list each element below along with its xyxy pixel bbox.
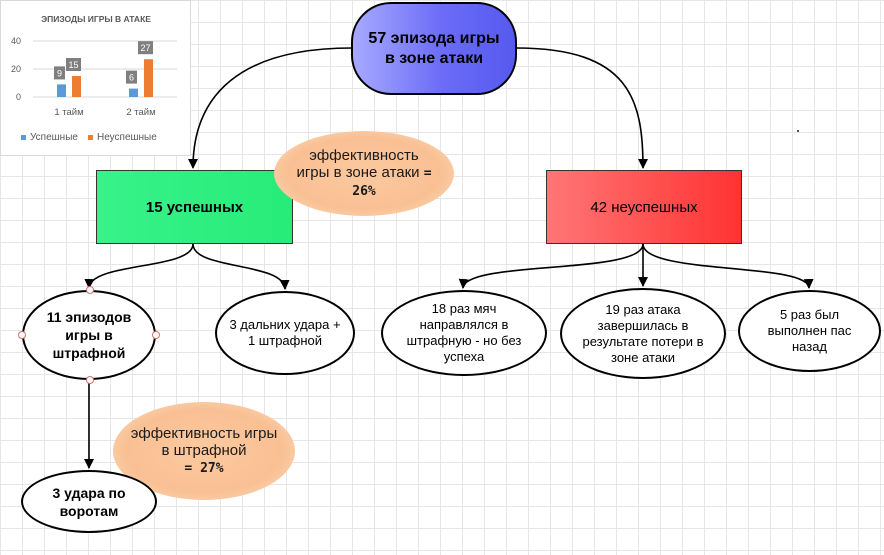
selection-handle-bottom[interactable] xyxy=(86,376,94,384)
fail-label: 42 неуспешных xyxy=(590,198,698,216)
y-tick-label: 20 xyxy=(11,64,21,74)
penalty-efficiency-text: эффективность игры в штрафной xyxy=(130,425,278,459)
data-label: 9 xyxy=(57,68,62,78)
ball-to-box-label: 18 раз мяч направлялся в штрафную - но б… xyxy=(406,301,522,364)
selection-handle-top[interactable] xyxy=(86,286,94,294)
back-pass-label: 5 раз был выполнен пас назад xyxy=(767,307,852,354)
zone-efficiency-callout[interactable]: эффективность игры в зоне атаки = 26% xyxy=(274,131,454,216)
data-label: 15 xyxy=(68,60,78,70)
data-label: 27 xyxy=(140,43,150,53)
penalty-episodes-label: 11 эпизодов игры в штрафной xyxy=(46,309,132,361)
attack-episodes-chart[interactable]: ЭПИЗОДЫ ИГРЫ В АТАКЕ 0 20 40 1 тайм 9 15 2 тайм… xyxy=(0,0,191,156)
success-label: 15 успешных xyxy=(145,198,244,216)
ball-to-box-node[interactable]: 18 раз мяч направлялся в штрафную - но б… xyxy=(381,290,547,376)
zone-efficiency-value: = 26% xyxy=(352,166,432,199)
legend-label-success: Успешные xyxy=(30,132,78,143)
stray-dot xyxy=(797,130,799,132)
chart-legend: Успешные Неуспешные xyxy=(21,132,157,143)
zone-efficiency-text: эффективность игры в зоне атаки xyxy=(296,147,420,181)
y-tick-label: 40 xyxy=(11,36,21,46)
data-label-box xyxy=(138,41,153,55)
connector-root-to-success xyxy=(188,47,353,169)
long-shots-label: 3 дальних удара + 1 штрафной xyxy=(229,317,341,348)
connector-fail-to-back-pass xyxy=(642,243,814,289)
y-tick-label: 0 xyxy=(16,92,21,102)
bar-fail xyxy=(144,59,153,97)
penalty-episodes-node[interactable]: 11 эпизодов игры в штрафной xyxy=(22,290,156,380)
root-node[interactable]: 57 эпизода игры в зоне атаки xyxy=(351,2,517,95)
connector-success-to-penalty xyxy=(84,243,194,289)
legend-swatch-success xyxy=(21,135,26,140)
legend-swatch-fail xyxy=(87,135,93,140)
data-label-box xyxy=(54,66,65,80)
long-shots-node[interactable]: 3 дальних удара + 1 штрафной xyxy=(215,291,355,375)
bar-success xyxy=(57,84,66,97)
bar-success xyxy=(129,88,138,97)
legend-item-fail: Неуспешные xyxy=(87,132,157,143)
penalty-efficiency-value: = 27% xyxy=(184,461,224,476)
x-tick-label: 2 тайм xyxy=(126,107,155,118)
data-label: 6 xyxy=(129,73,134,83)
fail-node[interactable]: 42 неуспешных xyxy=(546,170,742,244)
selection-handle-left[interactable] xyxy=(18,331,26,339)
chart-plot: ЭПИЗОДЫ ИГРЫ В АТАКЕ 0 20 40 1 тайм 9 15 2 тайм… xyxy=(11,14,177,118)
selection-handle-right[interactable] xyxy=(152,331,160,339)
penalty-efficiency-callout[interactable]: эффективность игры в штрафной = 27% xyxy=(113,402,295,500)
connector-success-to-long-shots xyxy=(192,243,290,290)
back-pass-node[interactable]: 5 раз был выполнен пас назад xyxy=(738,290,881,372)
x-tick-label: 1 тайм xyxy=(54,107,83,118)
shots-on-goal-label: 3 удара по воротам xyxy=(52,484,126,519)
root-label: 57 эпизода игры в зоне атаки xyxy=(368,29,500,67)
shots-on-goal-node[interactable]: 3 удара по воротам xyxy=(21,470,157,533)
connector-root-to-fail xyxy=(515,47,648,169)
connector-fail-to-ball-to-box xyxy=(458,243,644,289)
legend-label-fail: Неуспешные xyxy=(96,132,157,143)
success-node[interactable]: 15 успешных xyxy=(96,170,293,244)
chart-title: ЭПИЗОДЫ ИГРЫ В АТАКЕ xyxy=(41,14,151,24)
data-label-box xyxy=(126,70,137,84)
data-label-box xyxy=(66,58,81,71)
legend-item-success: Успешные xyxy=(21,132,78,143)
lost-ball-label: 19 раз атака завершилась в результате по… xyxy=(582,301,704,365)
lost-ball-node[interactable]: 19 раз атака завершилась в результате по… xyxy=(560,288,726,379)
bar-fail xyxy=(72,76,81,97)
